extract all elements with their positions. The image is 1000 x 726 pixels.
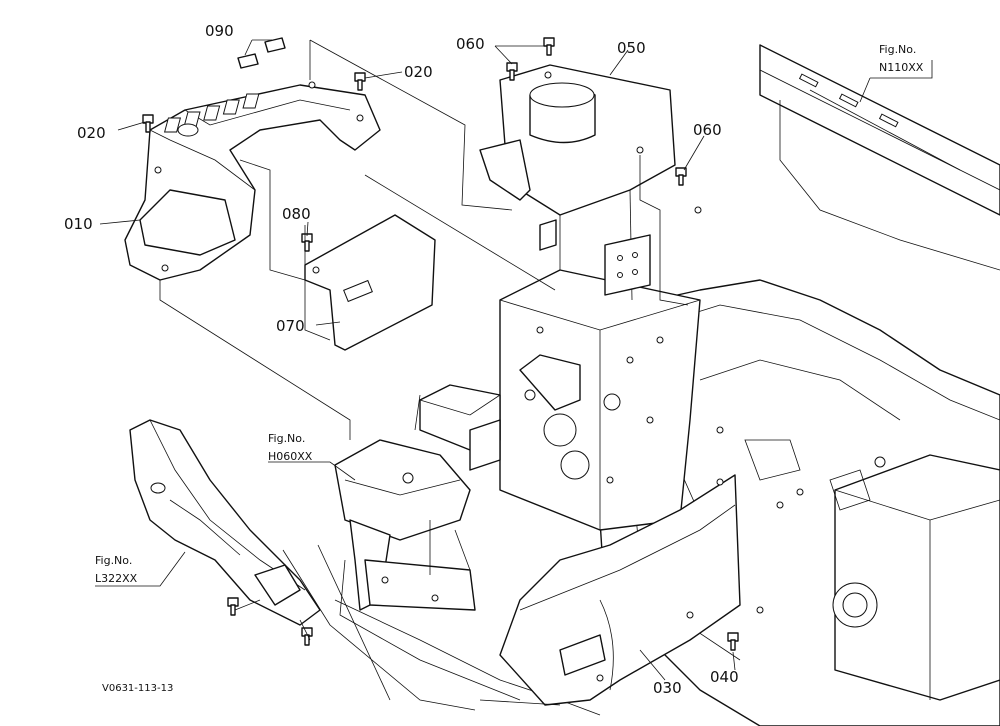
label-060-right: 060	[693, 121, 722, 139]
figref-l322-line2: L322XX	[95, 572, 138, 585]
label-080: 080	[282, 205, 311, 223]
drawing-code: V0631-113-13	[102, 683, 173, 694]
central-housing	[334, 269, 701, 716]
label-040: 040	[710, 668, 739, 686]
bolts	[142, 37, 739, 651]
bolt-020-right	[354, 72, 366, 91]
figref-l322-line1: Fig.No.	[95, 554, 132, 567]
bolt-040	[727, 632, 739, 651]
part-070-cover-plate	[304, 214, 436, 351]
figref-n110-line1: Fig.No.	[879, 43, 916, 56]
label-060-top: 060	[456, 35, 485, 53]
label-020-right: 020	[404, 63, 433, 81]
label-010: 010	[64, 215, 93, 233]
bolt-060-top-a	[506, 62, 518, 81]
label-050: 050	[617, 39, 646, 57]
bolt-080	[301, 233, 313, 252]
figref-h060-line1: Fig.No.	[268, 432, 305, 445]
label-030: 030	[653, 679, 682, 697]
figref-n110-line2: N110XX	[879, 61, 924, 74]
bolt-060-top-b	[543, 37, 555, 56]
bolt-020-left	[142, 114, 154, 133]
bolt-lower-left-b	[301, 627, 313, 646]
part-090-pads	[237, 37, 286, 69]
part-010-dash-panel	[124, 81, 381, 281]
part-callouts: 090 020 020 010 080 070 060 050 060 030 …	[64, 22, 739, 697]
left-step-cover	[129, 419, 321, 626]
label-090: 090	[205, 22, 234, 40]
bolt-lower-left-a	[227, 597, 239, 616]
figref-h060-line2: H060XX	[268, 450, 313, 463]
figure-refs: Fig.No. N110XX Fig.No. H060XX Fig.No. L3…	[95, 43, 924, 585]
callout-leaders	[95, 39, 933, 681]
bolt-060-right	[675, 167, 687, 186]
part-030-side-cover	[499, 474, 741, 706]
assembly-lines	[159, 39, 689, 711]
label-020-left: 020	[77, 124, 106, 142]
part-050-column-cover	[479, 64, 702, 301]
label-070: 070	[276, 317, 305, 335]
